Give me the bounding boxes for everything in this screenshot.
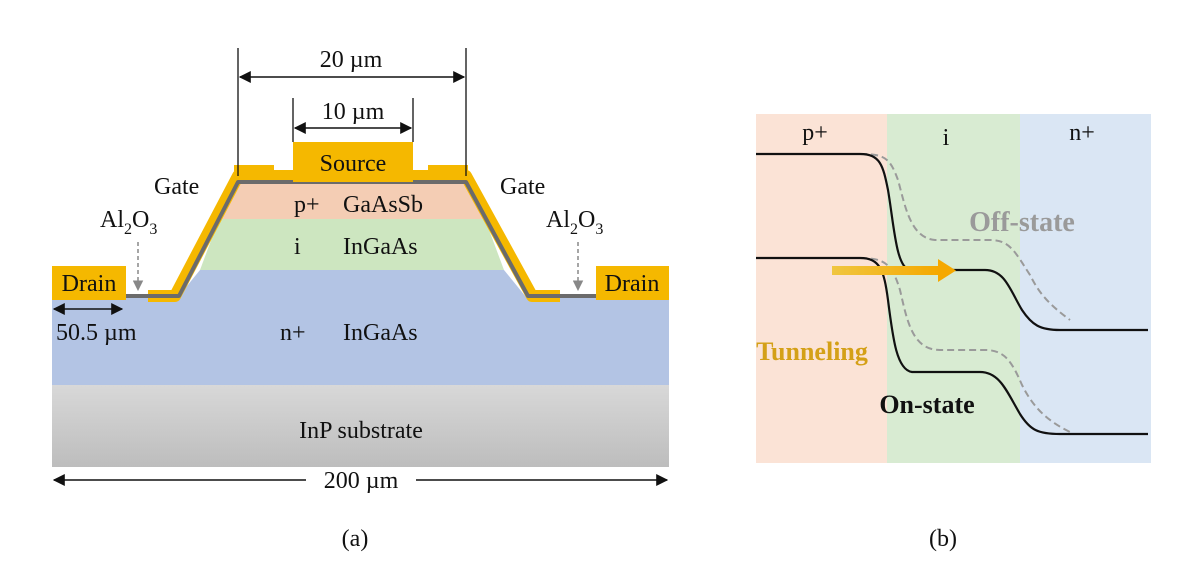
region-n-label: n+ (1069, 120, 1095, 146)
gate-label-left: Gate (154, 174, 199, 200)
source-width-label: 10 µm (322, 99, 385, 125)
drain-contact-left (52, 266, 126, 300)
caption-a: (a) (342, 526, 369, 552)
source-contact (293, 142, 413, 182)
n-layer-material-label: InGaAs (343, 320, 418, 346)
inp-substrate-layer (52, 385, 669, 467)
mesa-width-label: 20 µm (320, 47, 383, 73)
substrate-label: InP substrate (299, 418, 423, 444)
caption-b: (b) (929, 526, 957, 552)
p-plus-gaassb-layer (219, 183, 485, 219)
n-layer-type-label: n+ (280, 320, 306, 346)
i-ingaas-layer (200, 219, 504, 270)
drain-offset-label: 50.5 µm (56, 320, 137, 346)
on-state-label: On-state (879, 390, 974, 419)
region-i-background (887, 114, 1020, 463)
region-n-background (1020, 114, 1151, 463)
tunneling-label: Tunneling (756, 337, 868, 366)
drain-label-left: Drain (62, 271, 117, 297)
total-width-label: 200 µm (324, 468, 399, 494)
n-plus-ingaas-layer (52, 270, 669, 385)
drain-contact-right (596, 266, 669, 300)
region-p-background (756, 114, 887, 463)
off-state-label: Off-state (969, 207, 1075, 238)
panel-a: Source Drain Drain p+ GaAsSb i InGaAs n+… (52, 47, 669, 552)
tunneling-arrow (832, 259, 956, 282)
off-state-valence-band (859, 257, 1071, 433)
gate-pad-right (428, 165, 468, 177)
off-state-conduction-band (859, 153, 1071, 321)
gate-pad-left (234, 165, 274, 177)
i-layer-type-label: i (294, 234, 301, 260)
on-state-valence-band (756, 256, 1148, 436)
al2o3-label-left: Al2O3 (100, 207, 157, 238)
gate-label-right: Gate (500, 174, 545, 200)
p-layer-type-label: p+ (294, 192, 320, 218)
al2o3-label-right: Al2O3 (546, 207, 603, 238)
region-i-label: i (943, 125, 950, 151)
source-label: Source (320, 151, 387, 177)
p-layer-material-label: GaAsSb (343, 192, 423, 218)
i-layer-material-label: InGaAs (343, 234, 418, 260)
region-p-label: p+ (802, 120, 828, 146)
panel-b: p+ i n+ Off-state Tunneling On-state (b) (756, 114, 1151, 552)
drain-label-right: Drain (605, 271, 660, 297)
